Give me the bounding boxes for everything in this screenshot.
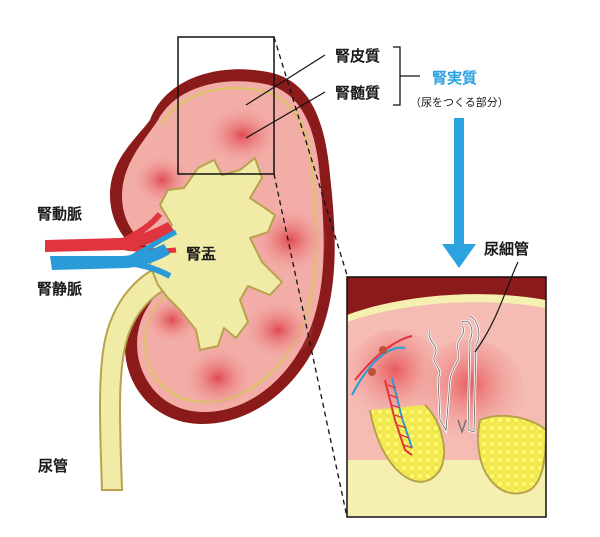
arrow-shaft (454, 118, 464, 246)
ureter (99, 260, 178, 491)
renal-pelvis (149, 157, 283, 351)
pyramid (204, 105, 280, 165)
renal-artery (45, 222, 175, 252)
label-parenchyma-note: （尿をつくる部分） (410, 96, 509, 109)
label-cortex: 腎皮質 (335, 47, 381, 65)
pyramid (182, 346, 254, 410)
label-renal-vein: 腎静脈 (37, 280, 83, 298)
label-parenchyma: 腎実質 (432, 69, 478, 87)
pyramid (242, 300, 314, 360)
label-tubule: 尿細管 (484, 240, 530, 258)
label-renal-pelvis: 腎盂 (186, 245, 217, 263)
label-renal-artery: 腎動脈 (37, 205, 83, 223)
arrow-head (442, 244, 476, 268)
inset-panel (346, 276, 547, 518)
zoom-box (177, 36, 275, 175)
label-ureter: 尿管 (38, 457, 69, 475)
label-medulla: 腎髄質 (335, 84, 381, 102)
